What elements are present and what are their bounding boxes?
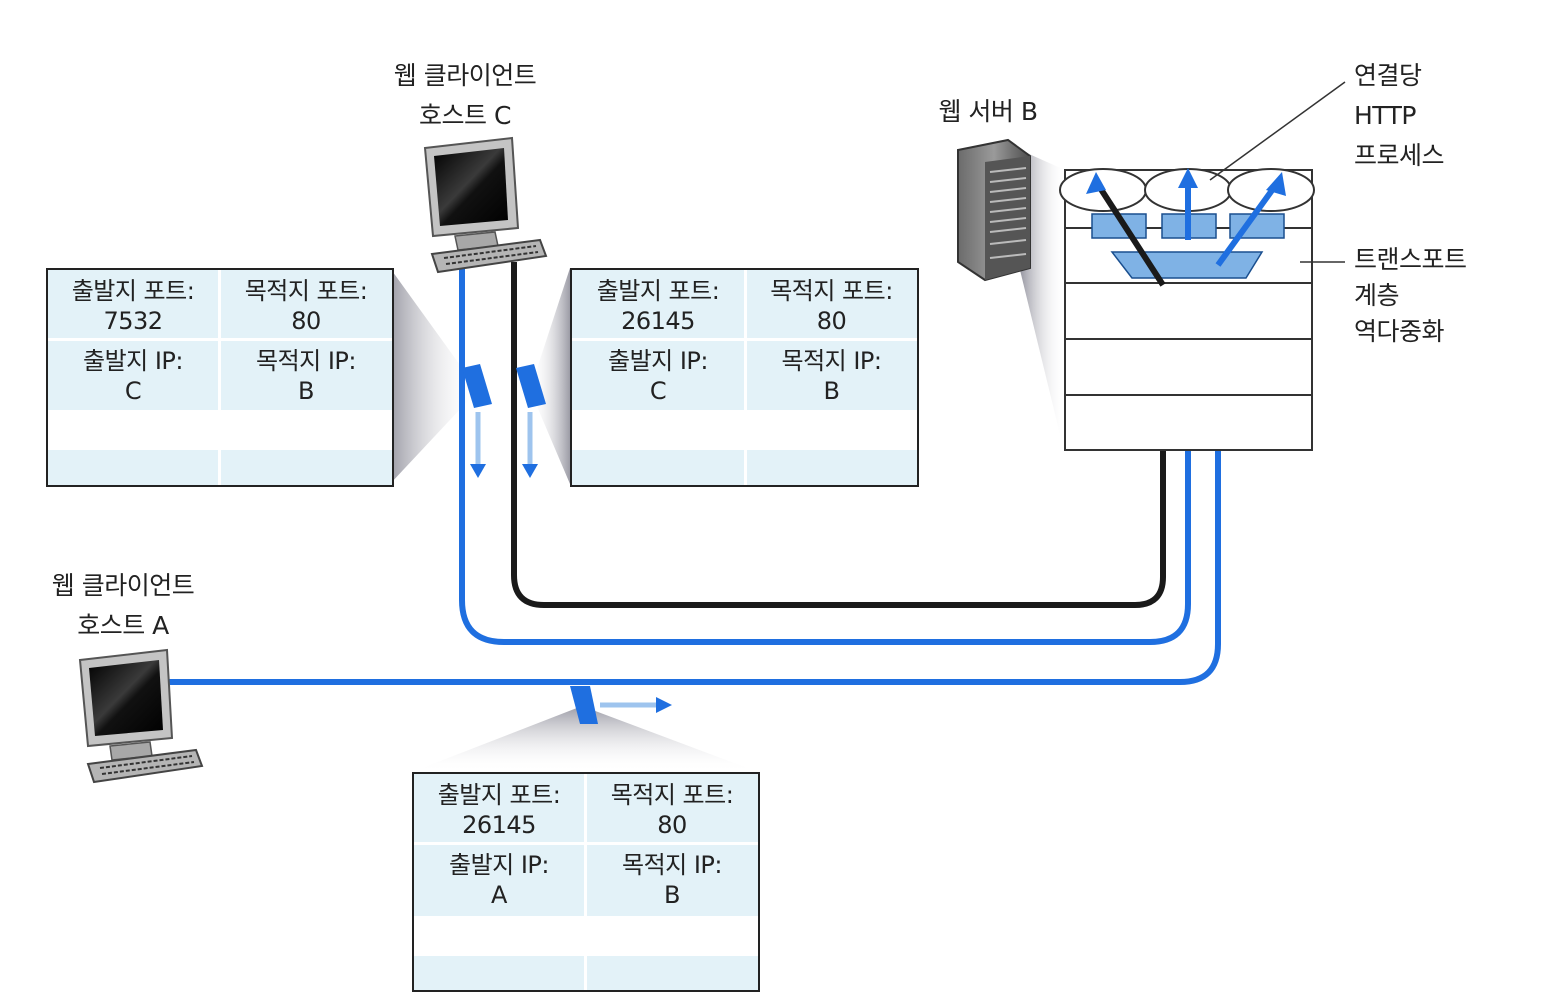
dst-port-label: 목적지 포트: bbox=[244, 277, 368, 305]
src-port-cell: 출발지 포트: 7532 bbox=[48, 276, 218, 336]
dst-port-value: 80 bbox=[291, 307, 321, 335]
transport-label-line2: 계층 bbox=[1354, 281, 1400, 310]
dst-port-value: 80 bbox=[816, 307, 847, 335]
dst-ip-value: B bbox=[664, 881, 680, 909]
dst-ip-cell: 목적지 IP: B bbox=[746, 346, 917, 406]
dst-ip-cell: 목적지 IP: B bbox=[586, 850, 758, 910]
segment-marker-left bbox=[462, 364, 492, 478]
computer-c-icon bbox=[423, 136, 548, 274]
transport-label-line3: 역다중화 bbox=[1354, 317, 1445, 346]
magnify-cone-left bbox=[390, 268, 478, 484]
http-process-label: 연결당 HTTP 프로세스 bbox=[1354, 56, 1445, 176]
computer-a-icon bbox=[78, 648, 204, 784]
http-process-label-line1: 연결당 bbox=[1354, 61, 1422, 90]
host-a-label-line2: 호스트 A bbox=[77, 611, 169, 640]
segment-marker-right bbox=[516, 364, 546, 478]
dst-port-label: 목적지 포트: bbox=[770, 277, 893, 305]
src-port-value: 7532 bbox=[103, 307, 163, 335]
segment-box-bottom: 출발지 포트: 26145 목적지 포트: 80 출발지 IP: A 목적지 I… bbox=[412, 772, 760, 992]
src-ip-cell: 출발지 IP: A bbox=[414, 850, 584, 910]
transport-demux-label: 트랜스포트 계층 역다중화 bbox=[1354, 242, 1467, 350]
src-port-cell: 출발지 포트: 26145 bbox=[572, 276, 744, 336]
src-ip-cell: 출발지 IP: C bbox=[48, 346, 218, 406]
src-port-label: 출발지 포트: bbox=[437, 781, 561, 809]
src-ip-label: 출발지 IP: bbox=[82, 347, 184, 375]
dst-port-value: 80 bbox=[657, 811, 687, 839]
src-ip-cell: 출발지 IP: C bbox=[572, 346, 744, 406]
host-c-label-line2: 호스트 C bbox=[419, 101, 511, 130]
magnify-cone-right bbox=[530, 268, 570, 484]
magnify-cone-bottom bbox=[412, 706, 758, 772]
host-c-label-line1: 웹 클라이언트 bbox=[393, 61, 537, 90]
host-a-label: 웹 클라이언트 호스트 A bbox=[38, 566, 208, 646]
src-port-cell: 출발지 포트: 26145 bbox=[414, 780, 584, 840]
host-c-label: 웹 클라이언트 호스트 C bbox=[380, 56, 550, 136]
dst-ip-label: 목적지 IP: bbox=[781, 347, 882, 375]
src-ip-value: A bbox=[491, 881, 507, 909]
dst-port-cell: 목적지 포트: 80 bbox=[746, 276, 917, 336]
src-port-value: 26145 bbox=[462, 811, 536, 839]
src-ip-label: 출발지 IP: bbox=[607, 347, 709, 375]
server-b-icon bbox=[957, 138, 1031, 282]
dst-port-cell: 목적지 포트: 80 bbox=[220, 276, 392, 336]
src-port-label: 출발지 포트: bbox=[71, 277, 195, 305]
http-process-label-line3: 프로세스 bbox=[1354, 141, 1445, 170]
dst-ip-label: 목적지 IP: bbox=[621, 851, 723, 879]
src-port-value: 26145 bbox=[621, 307, 695, 335]
src-ip-value: C bbox=[649, 377, 667, 405]
segment-marker-bottom bbox=[570, 686, 672, 724]
dst-ip-label: 목적지 IP: bbox=[255, 347, 357, 375]
connection-line-a-blue bbox=[165, 180, 1281, 685]
segment-box-right: 출발지 포트: 26145 목적지 포트: 80 출발지 IP: C 목적지 I… bbox=[570, 268, 919, 487]
transport-label-line1: 트랜스포트 bbox=[1354, 245, 1467, 274]
magnify-cone-server bbox=[1020, 150, 1065, 455]
dst-ip-value: B bbox=[298, 377, 314, 405]
dst-ip-cell: 목적지 IP: B bbox=[220, 346, 392, 406]
host-a-label-line1: 웹 클라이언트 bbox=[51, 571, 195, 600]
segment-box-left: 출발지 포트: 7532 목적지 포트: 80 출발지 IP: C 목적지 IP… bbox=[46, 268, 394, 487]
src-ip-value: C bbox=[124, 377, 142, 405]
leader-line-http bbox=[1209, 81, 1346, 181]
dst-port-cell: 목적지 포트: 80 bbox=[586, 780, 758, 840]
http-process-label-line2: HTTP bbox=[1354, 101, 1416, 130]
dst-port-label: 목적지 포트: bbox=[610, 781, 734, 809]
connection-line-c-black bbox=[511, 178, 1166, 608]
src-port-label: 출발지 포트: bbox=[596, 277, 720, 305]
dst-ip-value: B bbox=[823, 377, 840, 405]
connection-line-c-blue bbox=[459, 180, 1191, 645]
server-b-label: 웹 서버 B bbox=[938, 97, 1038, 126]
src-ip-label: 출발지 IP: bbox=[448, 851, 550, 879]
